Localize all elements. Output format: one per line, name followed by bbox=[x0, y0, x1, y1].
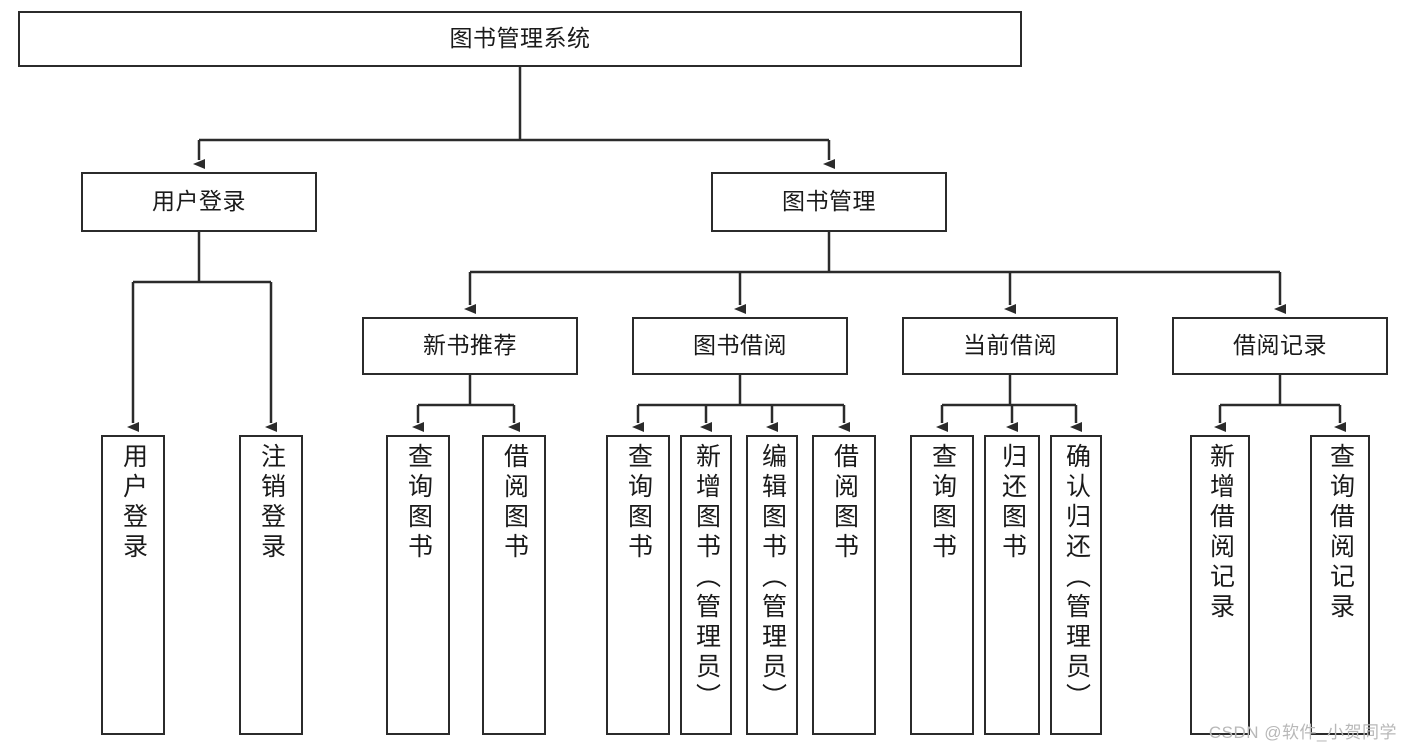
node-new-book-rec-label: 新书推荐 bbox=[423, 332, 517, 359]
node-book-borrow-label: 图书借阅 bbox=[693, 332, 787, 359]
node-book-manage-label: 图书管理 bbox=[782, 188, 876, 215]
node-leaf-query-book-3-label: 查询图书 bbox=[928, 443, 957, 563]
node-leaf-user-login-label: 用户登录 bbox=[119, 443, 148, 563]
node-leaf-borrow-book-2[interactable]: 借阅图书 bbox=[812, 435, 876, 735]
node-borrow-record[interactable]: 借阅记录 bbox=[1172, 317, 1388, 375]
node-leaf-add-record-label: 新增借阅记录 bbox=[1206, 443, 1235, 623]
node-current-borrow-label: 当前借阅 bbox=[963, 332, 1057, 359]
node-leaf-query-book-3[interactable]: 查询图书 bbox=[910, 435, 974, 735]
node-leaf-borrow-book-2-label: 借阅图书 bbox=[830, 443, 859, 563]
node-leaf-user-logout[interactable]: 注销登录 bbox=[239, 435, 303, 735]
node-root[interactable]: 图书管理系统 bbox=[18, 11, 1022, 67]
watermark: CSDN @软件_小贺同学 bbox=[1208, 723, 1397, 742]
node-borrow-record-label: 借阅记录 bbox=[1233, 332, 1327, 359]
node-root-label: 图书管理系统 bbox=[449, 25, 591, 52]
node-leaf-edit-book-label: 编辑图书（管理员） bbox=[758, 443, 787, 713]
node-leaf-query-book-1-label: 查询图书 bbox=[404, 443, 433, 563]
node-leaf-borrow-book-1-label: 借阅图书 bbox=[500, 443, 529, 563]
node-leaf-return-book-label: 归还图书 bbox=[998, 443, 1027, 563]
node-user-login[interactable]: 用户登录 bbox=[81, 172, 317, 232]
node-leaf-borrow-book-1[interactable]: 借阅图书 bbox=[482, 435, 546, 735]
node-leaf-confirm-return-label: 确认归还（管理员） bbox=[1062, 443, 1091, 713]
node-new-book-rec[interactable]: 新书推荐 bbox=[362, 317, 578, 375]
node-leaf-edit-book[interactable]: 编辑图书（管理员） bbox=[746, 435, 798, 735]
node-current-borrow[interactable]: 当前借阅 bbox=[902, 317, 1118, 375]
node-leaf-add-book-label: 新增图书（管理员） bbox=[692, 443, 721, 713]
node-leaf-add-record[interactable]: 新增借阅记录 bbox=[1190, 435, 1250, 735]
node-leaf-query-book-2-label: 查询图书 bbox=[624, 443, 653, 563]
node-leaf-user-logout-label: 注销登录 bbox=[257, 443, 286, 563]
node-leaf-query-record-label: 查询借阅记录 bbox=[1326, 443, 1355, 623]
node-leaf-user-login[interactable]: 用户登录 bbox=[101, 435, 165, 735]
node-leaf-add-book[interactable]: 新增图书（管理员） bbox=[680, 435, 732, 735]
node-leaf-query-book-1[interactable]: 查询图书 bbox=[386, 435, 450, 735]
node-leaf-query-record[interactable]: 查询借阅记录 bbox=[1310, 435, 1370, 735]
node-leaf-query-book-2[interactable]: 查询图书 bbox=[606, 435, 670, 735]
node-book-borrow[interactable]: 图书借阅 bbox=[632, 317, 848, 375]
node-book-manage[interactable]: 图书管理 bbox=[711, 172, 947, 232]
node-leaf-return-book[interactable]: 归还图书 bbox=[984, 435, 1040, 735]
node-user-login-label: 用户登录 bbox=[152, 188, 246, 215]
node-leaf-confirm-return[interactable]: 确认归还（管理员） bbox=[1050, 435, 1102, 735]
